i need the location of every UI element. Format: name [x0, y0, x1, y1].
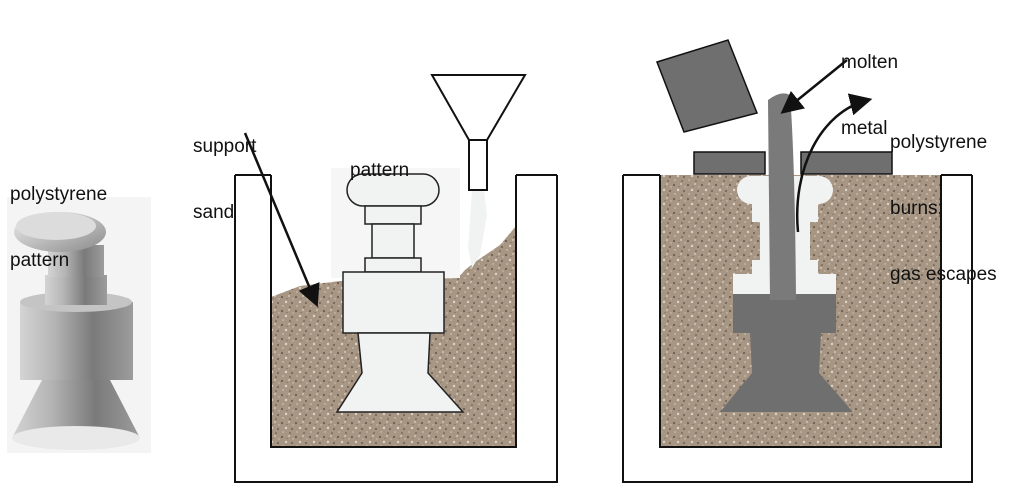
- label-pattern: pattern: [350, 160, 410, 181]
- molten-metal-arrow: [780, 59, 848, 114]
- mold-container-left: [234, 74, 558, 483]
- polystyrene-pattern-3d: [7, 197, 151, 453]
- label-polystyrene-burns: polystyrene burns; gas escapes: [890, 132, 997, 285]
- support-sand-arrow: [243, 132, 320, 308]
- label-support-sand: support sand: [193, 136, 257, 223]
- label-molten-metal: molten metal: [841, 52, 899, 139]
- label-polystyrene-pattern: polystyrene pattern: [10, 184, 108, 271]
- gas-escapes-arrow: [795, 93, 873, 233]
- mold-container-right: [622, 39, 973, 483]
